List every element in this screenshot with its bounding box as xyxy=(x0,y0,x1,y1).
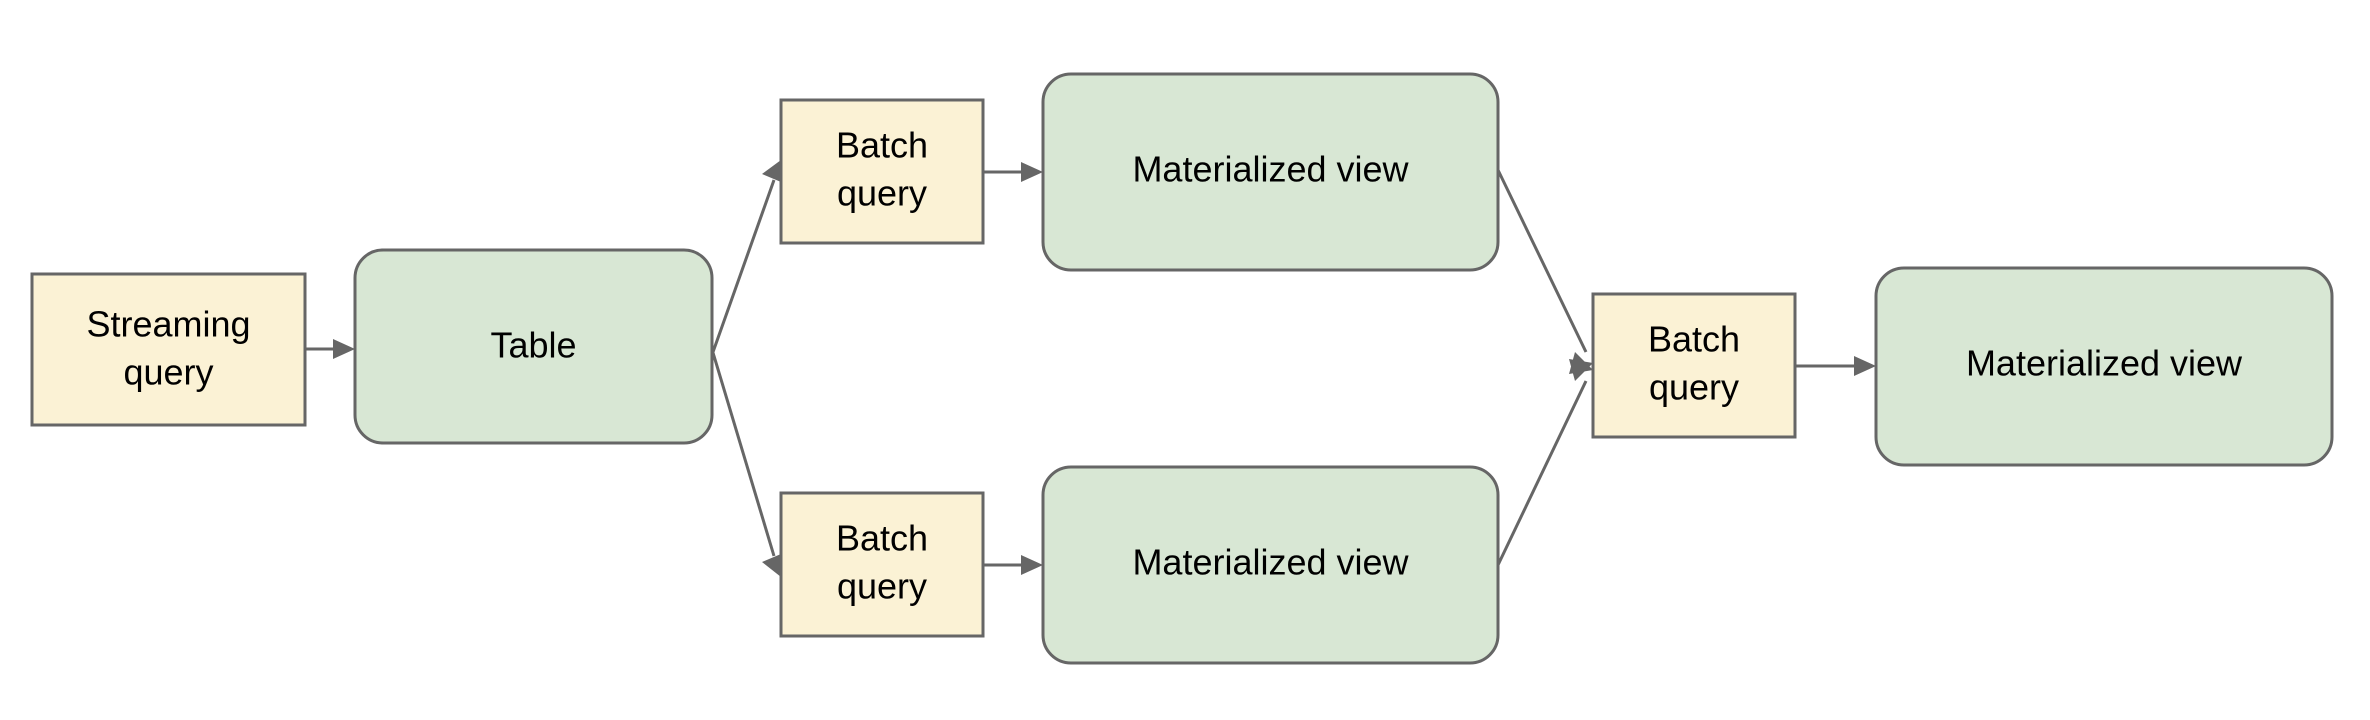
node-layer: Streaming query Table Batch query Materi… xyxy=(30,72,2334,665)
node-shape[interactable] xyxy=(1591,292,1797,439)
edge-batch-merge-to-mv-final xyxy=(1795,356,1876,376)
edge-mv-top-to-batch-merge xyxy=(1496,169,1593,374)
node-label-line2: query xyxy=(837,173,927,214)
arrowhead-icon xyxy=(762,554,781,577)
node-label-line1: Batch xyxy=(1648,319,1740,360)
arrowhead-icon xyxy=(1854,356,1876,376)
node-shape[interactable] xyxy=(353,248,714,445)
node-shape[interactable] xyxy=(779,98,985,245)
edge-batch-top-to-mv-top xyxy=(983,162,1043,182)
node-shape[interactable] xyxy=(30,272,307,427)
edge-mv-bottom-to-batch-merge xyxy=(1496,359,1593,566)
arrowhead-icon xyxy=(1021,162,1043,182)
arrowhead-icon xyxy=(1569,359,1593,381)
node-shape[interactable] xyxy=(779,491,985,638)
node-label-line1: Streaming xyxy=(86,304,250,345)
arrowhead-icon xyxy=(333,339,355,359)
edge-line xyxy=(1496,380,1588,566)
node-label-line2: query xyxy=(1649,367,1739,408)
node-batch-query-bottom[interactable]: Batch query xyxy=(779,491,985,638)
node-shape[interactable] xyxy=(1041,72,1500,272)
edge-batch-bottom-to-mv-bottom xyxy=(983,555,1043,575)
arrowhead-icon xyxy=(762,160,781,182)
node-materialized-view-bottom[interactable]: Materialized view xyxy=(1041,465,1500,665)
arrowhead-icon xyxy=(1021,555,1043,575)
node-label-line1: Batch xyxy=(836,125,928,166)
node-table[interactable]: Table xyxy=(353,248,714,445)
edge-streaming-to-table xyxy=(305,339,355,359)
node-batch-query-merge[interactable]: Batch query xyxy=(1591,292,1797,439)
node-streaming-query[interactable]: Streaming query xyxy=(30,272,307,427)
node-batch-query-top[interactable]: Batch query xyxy=(779,98,985,245)
node-label-line1: Table xyxy=(490,325,576,366)
edge-line xyxy=(1496,169,1588,353)
node-label-line1: Materialized view xyxy=(1966,343,2243,384)
node-materialized-view-final[interactable]: Materialized view xyxy=(1874,266,2334,467)
node-shape[interactable] xyxy=(1041,465,1500,665)
node-label-line1: Materialized view xyxy=(1132,542,1409,583)
node-materialized-view-top[interactable]: Materialized view xyxy=(1041,72,1500,272)
node-label-line1: Batch xyxy=(836,518,928,559)
node-shape[interactable] xyxy=(1874,266,2334,467)
node-label-line1: Materialized view xyxy=(1132,149,1409,190)
node-label-line2: query xyxy=(123,352,213,393)
node-label-line2: query xyxy=(837,566,927,607)
